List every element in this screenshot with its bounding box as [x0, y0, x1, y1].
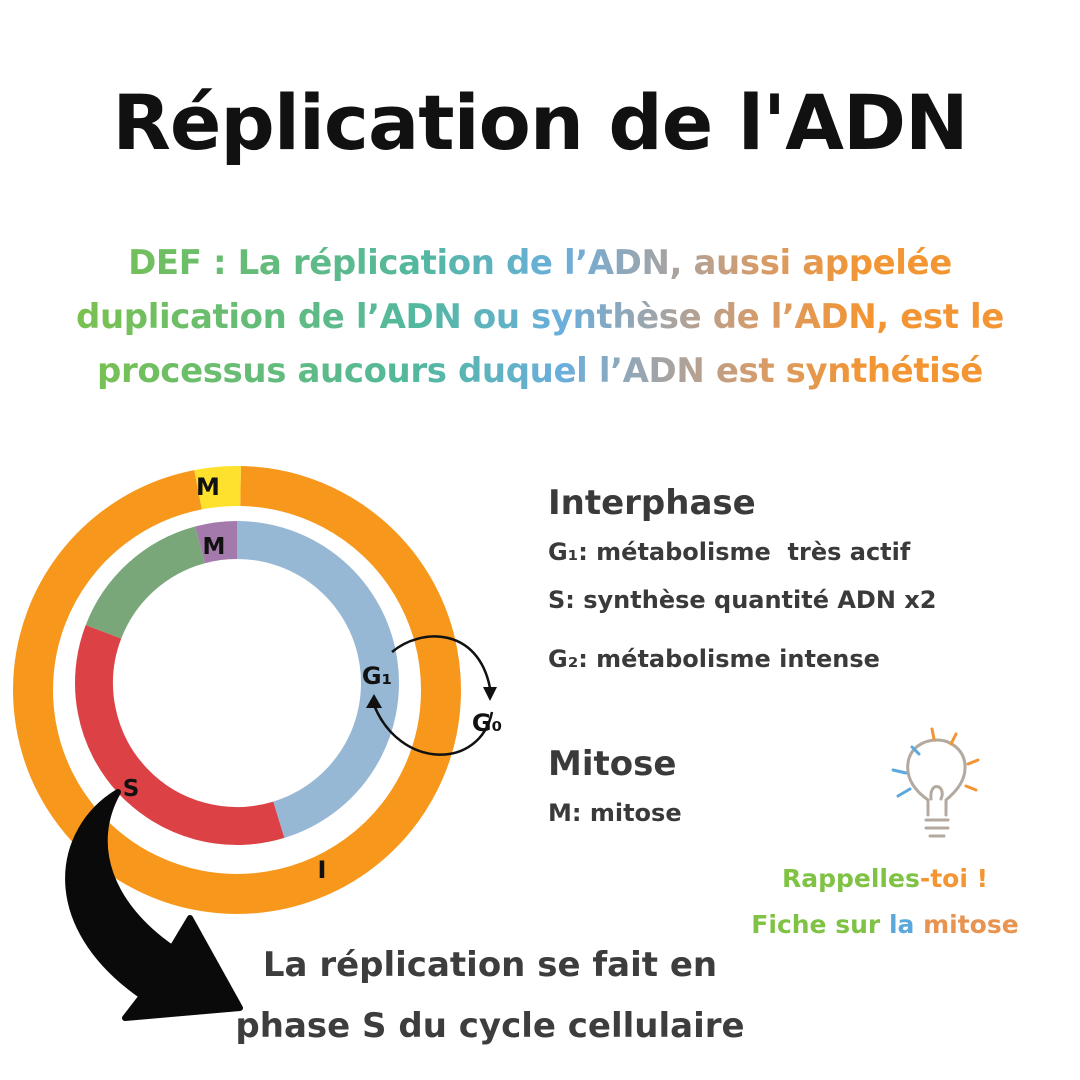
- caption-line-1: La réplication se fait en: [262, 945, 718, 985]
- outer-ring-interphase: [13, 466, 461, 914]
- reminder-word-3: Fiche sur: [751, 910, 889, 939]
- interphase-g1-text: G₁: métabolisme très actif: [548, 538, 911, 566]
- interphase-heading: Interphase: [548, 483, 756, 523]
- definition-line-1: DEF : La réplication de l’ADN, aussi app…: [128, 243, 952, 283]
- lightbulb-icon: [891, 727, 980, 838]
- outer-ring-mitosis: [194, 466, 241, 510]
- caption-line-2: phase S du cycle cellulaire: [235, 1006, 745, 1046]
- inner-ring-g2: [85, 526, 206, 640]
- page-title: Réplication de l'ADN: [112, 78, 968, 167]
- interphase-g2-text: G₂: métabolisme intense: [548, 645, 880, 673]
- g0-arrow-out: [391, 635, 492, 689]
- cell-cycle-diagram: M I M G₁ S G₀: [13, 466, 980, 1021]
- outer-ring: [13, 466, 461, 914]
- definition-line-2: duplication de l’ADN ou synthèse de l’AD…: [76, 297, 1004, 337]
- g0-label: G₀: [472, 709, 502, 737]
- g0-arrow-in: [372, 704, 494, 756]
- g1-label: G₁: [362, 662, 392, 690]
- reminder-word-4: la: [888, 910, 924, 939]
- outer-mitosis-label: M: [196, 473, 220, 501]
- interphase-s-text: S: synthèse quantité ADN x2: [548, 586, 937, 614]
- reminder-line-2: Fiche sur la mitose: [685, 910, 1080, 939]
- inner-ring: [75, 521, 399, 845]
- mitose-heading: Mitose: [548, 744, 677, 784]
- s-phase-arrow: [65, 789, 243, 1021]
- g0-loop: [372, 635, 494, 756]
- definition-text: DEF : La réplication de l’ADN, aussi app…: [30, 236, 1050, 398]
- inner-ring-m: [195, 521, 238, 564]
- outer-interphase-label: I: [318, 856, 327, 884]
- g0-arrowhead-out: [483, 687, 497, 701]
- inner-mitosis-label: M: [203, 534, 226, 560]
- mitose-m-text: M: mitose: [548, 799, 682, 827]
- reminder-word-2: -toi !: [919, 864, 989, 893]
- definition-line-3: processus aucours duquel l’ADN est synth…: [97, 351, 983, 391]
- g0-arrowhead-in: [366, 694, 382, 708]
- s-label: S: [123, 776, 140, 802]
- inner-ring-s: [75, 624, 285, 845]
- reminder-word-5: mitose: [923, 910, 1019, 939]
- reminder-word-1: Rappelles: [781, 864, 920, 893]
- reminder-line-1: Rappelles-toi !: [685, 864, 1080, 893]
- inner-ring-g1: [236, 521, 399, 838]
